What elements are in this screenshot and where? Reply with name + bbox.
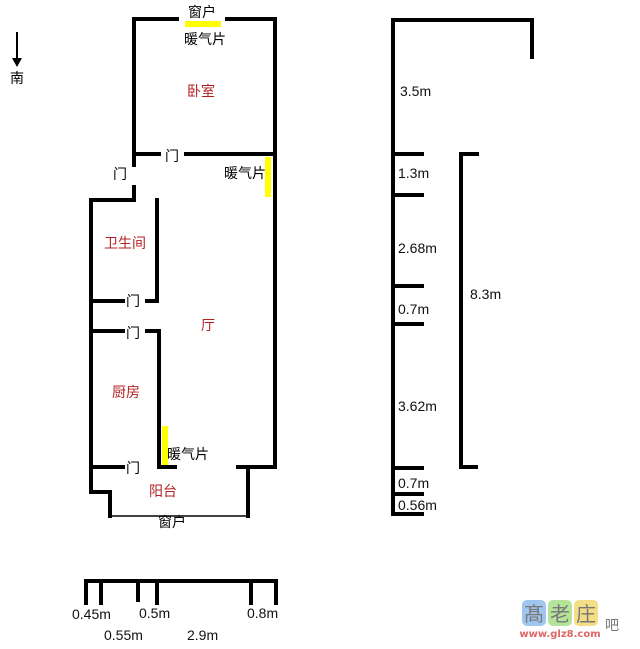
door-kitchen-bottom: 门: [126, 461, 140, 477]
svg-text:老: 老: [550, 602, 570, 626]
walls: [89, 17, 277, 518]
watermark-site: www.glz8.com: [519, 629, 600, 640]
radiator-label-right: 暖气片: [224, 166, 266, 182]
dim-3.5: 3.5m: [400, 83, 431, 99]
dim-total-8.3: 8.3m: [470, 286, 501, 302]
door-bathroom: 门: [126, 294, 140, 310]
window-label-top: 窗户: [188, 4, 216, 21]
room-bedroom: 卧室: [187, 83, 215, 100]
room-living: 厅: [201, 318, 215, 334]
hdim-2.9: 2.9m: [187, 627, 218, 643]
dim-0.7-b: 0.7m: [398, 475, 429, 491]
svg-text:庄: 庄: [576, 602, 596, 626]
door-bedroom: 门: [165, 149, 179, 165]
hdim-0.5: 0.5m: [139, 605, 170, 621]
svg-text:髙: 髙: [524, 602, 544, 626]
radiator-kitchen: [162, 426, 168, 466]
room-balcony: 阳台: [149, 484, 177, 500]
dim-0.7-a: 0.7m: [398, 301, 429, 317]
door-entry: 门: [113, 167, 127, 183]
svg-text:吧: 吧: [605, 618, 619, 634]
compass-south-label: 南: [10, 71, 24, 87]
radiator-label-kitchen: 暖气片: [167, 447, 209, 463]
hdim-0.55: 0.55m: [104, 627, 143, 643]
horizontal-dimension-lines: [84, 579, 278, 605]
window-label-bottom: 窗户: [158, 514, 186, 531]
vertical-dimension-lines: [391, 18, 534, 516]
radiator-right: [265, 157, 271, 197]
hdim-0.8: 0.8m: [247, 605, 278, 621]
hdim-0.45: 0.45m: [72, 606, 111, 622]
watermark-logo: 髙 老 庄 吧 www.glz8.com: [519, 600, 619, 640]
room-bathroom: 卫生间: [104, 236, 146, 252]
dim-0.56: 0.56m: [398, 497, 437, 513]
dim-3.62: 3.62m: [398, 398, 437, 414]
dim-1.3: 1.3m: [398, 165, 429, 181]
room-kitchen: 厨房: [112, 385, 140, 401]
radiator-label-top: 暖气片: [184, 32, 226, 48]
dim-2.68: 2.68m: [398, 240, 437, 256]
radiator-top: [185, 21, 221, 27]
arrow-down-icon: [12, 32, 22, 67]
door-kitchen-top: 门: [126, 326, 140, 342]
